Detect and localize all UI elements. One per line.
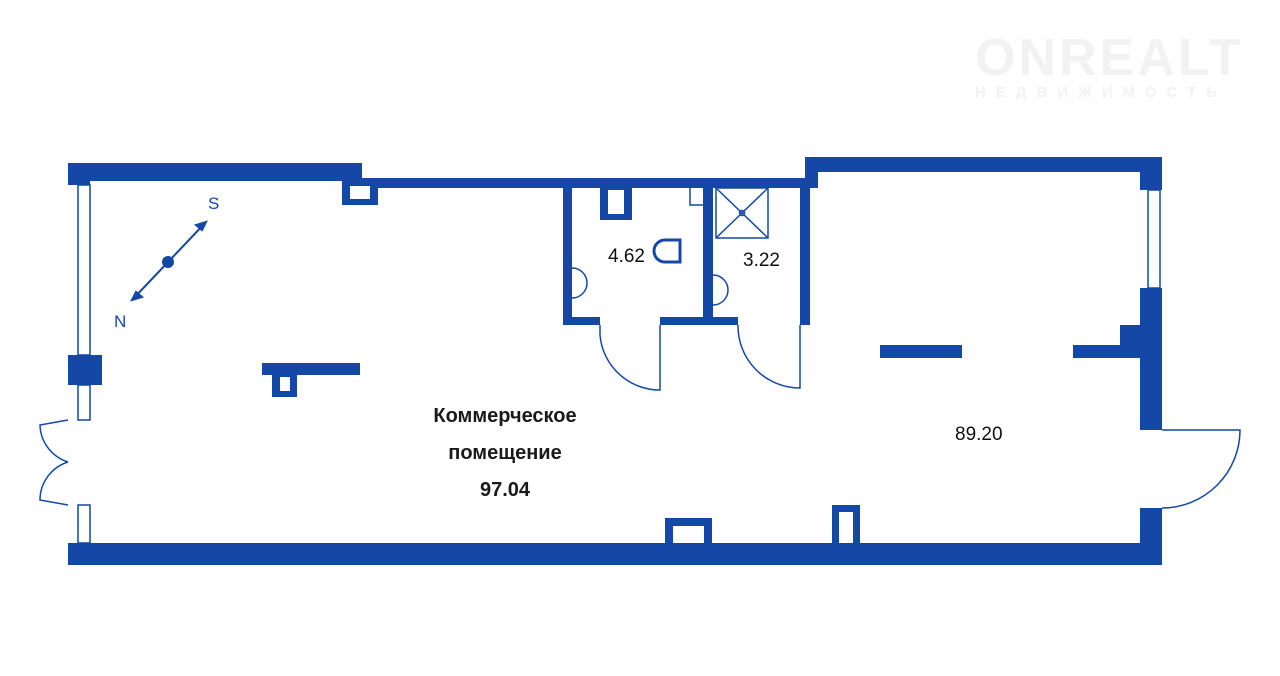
compass-north-label: N [114, 312, 127, 331]
bath2-area: 3.22 [743, 250, 780, 271]
right-room-area: 89.20 [955, 424, 1003, 445]
windows-doors [39, 184, 1241, 544]
compass-icon [130, 220, 208, 302]
bath1-area: 4.62 [608, 246, 645, 267]
watermark-logo: ONREALT НЕДВИЖИМОСТЬ [975, 29, 1244, 101]
compass-south-label: S [208, 194, 220, 213]
main-room-label: Коммерческое помещение 97.04 [433, 405, 577, 501]
